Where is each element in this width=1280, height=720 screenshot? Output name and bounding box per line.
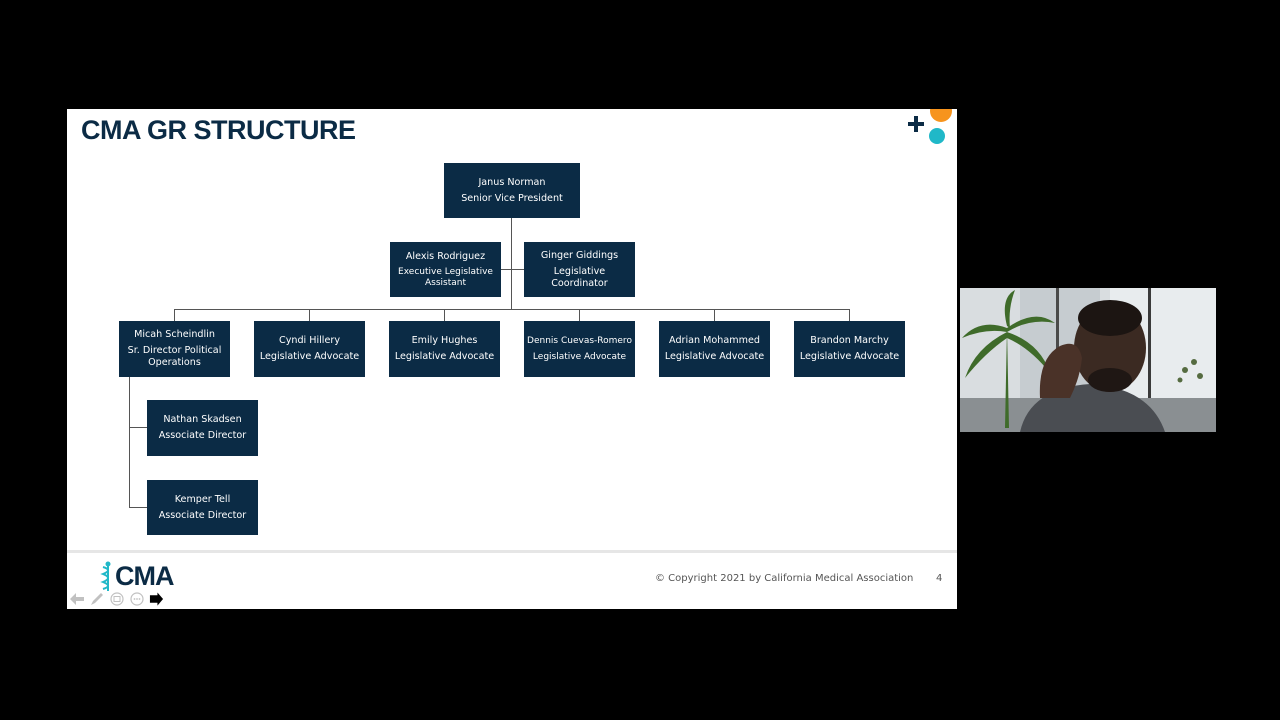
org-box-name: Kemper Tell — [174, 493, 231, 505]
connector-line — [129, 427, 147, 428]
teal-dot-icon — [929, 128, 945, 144]
connector-line — [714, 309, 715, 321]
org-box-report: Emily Hughes Legislative Advocate — [389, 321, 500, 377]
org-box-role: Legislative Advocate — [394, 351, 495, 362]
org-box-name: Adrian Mohammed — [669, 335, 760, 346]
slides-icon[interactable] — [109, 591, 124, 606]
org-box-report: Brandon Marchy Legislative Advocate — [794, 321, 905, 377]
presentation-controls — [69, 591, 164, 606]
presentation-slide: CMA GR STRUCTURE Janus Norman Senior Vic… — [67, 109, 957, 609]
org-box-subreport: Nathan Skadsen Associate Director — [147, 400, 258, 456]
org-box-top: Janus Norman Senior Vice President — [444, 163, 580, 218]
org-box-name: Cyndi Hillery — [279, 335, 340, 346]
org-box-report: Adrian Mohammed Legislative Advocate — [659, 321, 770, 377]
connector-line — [511, 218, 512, 309]
org-box-role: Legislative Coordinator — [551, 265, 608, 289]
copyright-text: © Copyright 2021 by California Medical A… — [655, 573, 914, 584]
org-box-name: Micah Scheindlin — [134, 329, 215, 340]
org-box-role: Associate Director — [158, 430, 247, 441]
slide-title: CMA GR STRUCTURE — [81, 115, 356, 145]
org-box-report: Dennis Cuevas-Romero Legislative Advocat… — [524, 321, 635, 377]
presenter-video-icon — [960, 288, 1216, 432]
org-box-role: Senior Vice President — [461, 192, 563, 204]
org-box-name: Janus Norman — [478, 176, 546, 188]
connector-line — [444, 309, 445, 321]
footer-divider — [67, 550, 957, 553]
org-box-role: Sr. Director Political Operations — [127, 345, 222, 368]
back-arrow-icon[interactable] — [69, 591, 84, 606]
org-box-name: Emily Hughes — [411, 335, 478, 346]
connector-line — [309, 309, 310, 321]
pointer-cursor-icon — [149, 591, 164, 606]
corner-brand-mark — [908, 109, 952, 144]
org-box-role: Executive Legislative Assistant — [398, 266, 493, 288]
cma-logo-text: CMA — [115, 561, 174, 591]
org-box-role: Associate Director — [158, 509, 247, 521]
connector-line — [129, 377, 130, 508]
org-box-subreport: Kemper Tell Associate Director — [147, 480, 258, 535]
presenter-webcam — [960, 288, 1216, 432]
connector-line — [579, 309, 580, 321]
org-box-name: Brandon Marchy — [810, 335, 889, 346]
org-box-name: Nathan Skadsen — [163, 414, 242, 425]
cma-logo: CMA — [99, 561, 189, 593]
org-box-name: Ginger Giddings — [540, 249, 619, 261]
org-box-report: Cyndi Hillery Legislative Advocate — [254, 321, 365, 377]
caduceus-icon — [100, 561, 111, 591]
connector-line — [129, 507, 147, 508]
pen-icon[interactable] — [89, 591, 104, 606]
connector-line — [849, 309, 850, 321]
org-box-role: Legislative Advocate — [532, 352, 627, 362]
connector-line — [174, 309, 850, 310]
org-box-name: Alexis Rodriguez — [405, 250, 486, 262]
org-box-staff: Ginger Giddings Legislative Coordinator — [524, 242, 635, 297]
connector-line — [500, 269, 524, 270]
orange-dot-icon — [930, 109, 952, 122]
org-box-report: Micah Scheindlin Sr. Director Political … — [119, 321, 230, 377]
page-number: 4 — [936, 573, 943, 584]
org-box-staff: Alexis Rodriguez Executive Legislative A… — [390, 242, 501, 297]
org-box-role: Legislative Advocate — [799, 351, 900, 362]
org-box-name: Dennis Cuevas-Romero — [527, 336, 632, 346]
more-icon[interactable] — [129, 591, 144, 606]
connector-line — [174, 309, 175, 321]
org-box-role: Legislative Advocate — [259, 351, 360, 362]
org-box-role: Legislative Advocate — [664, 351, 765, 362]
